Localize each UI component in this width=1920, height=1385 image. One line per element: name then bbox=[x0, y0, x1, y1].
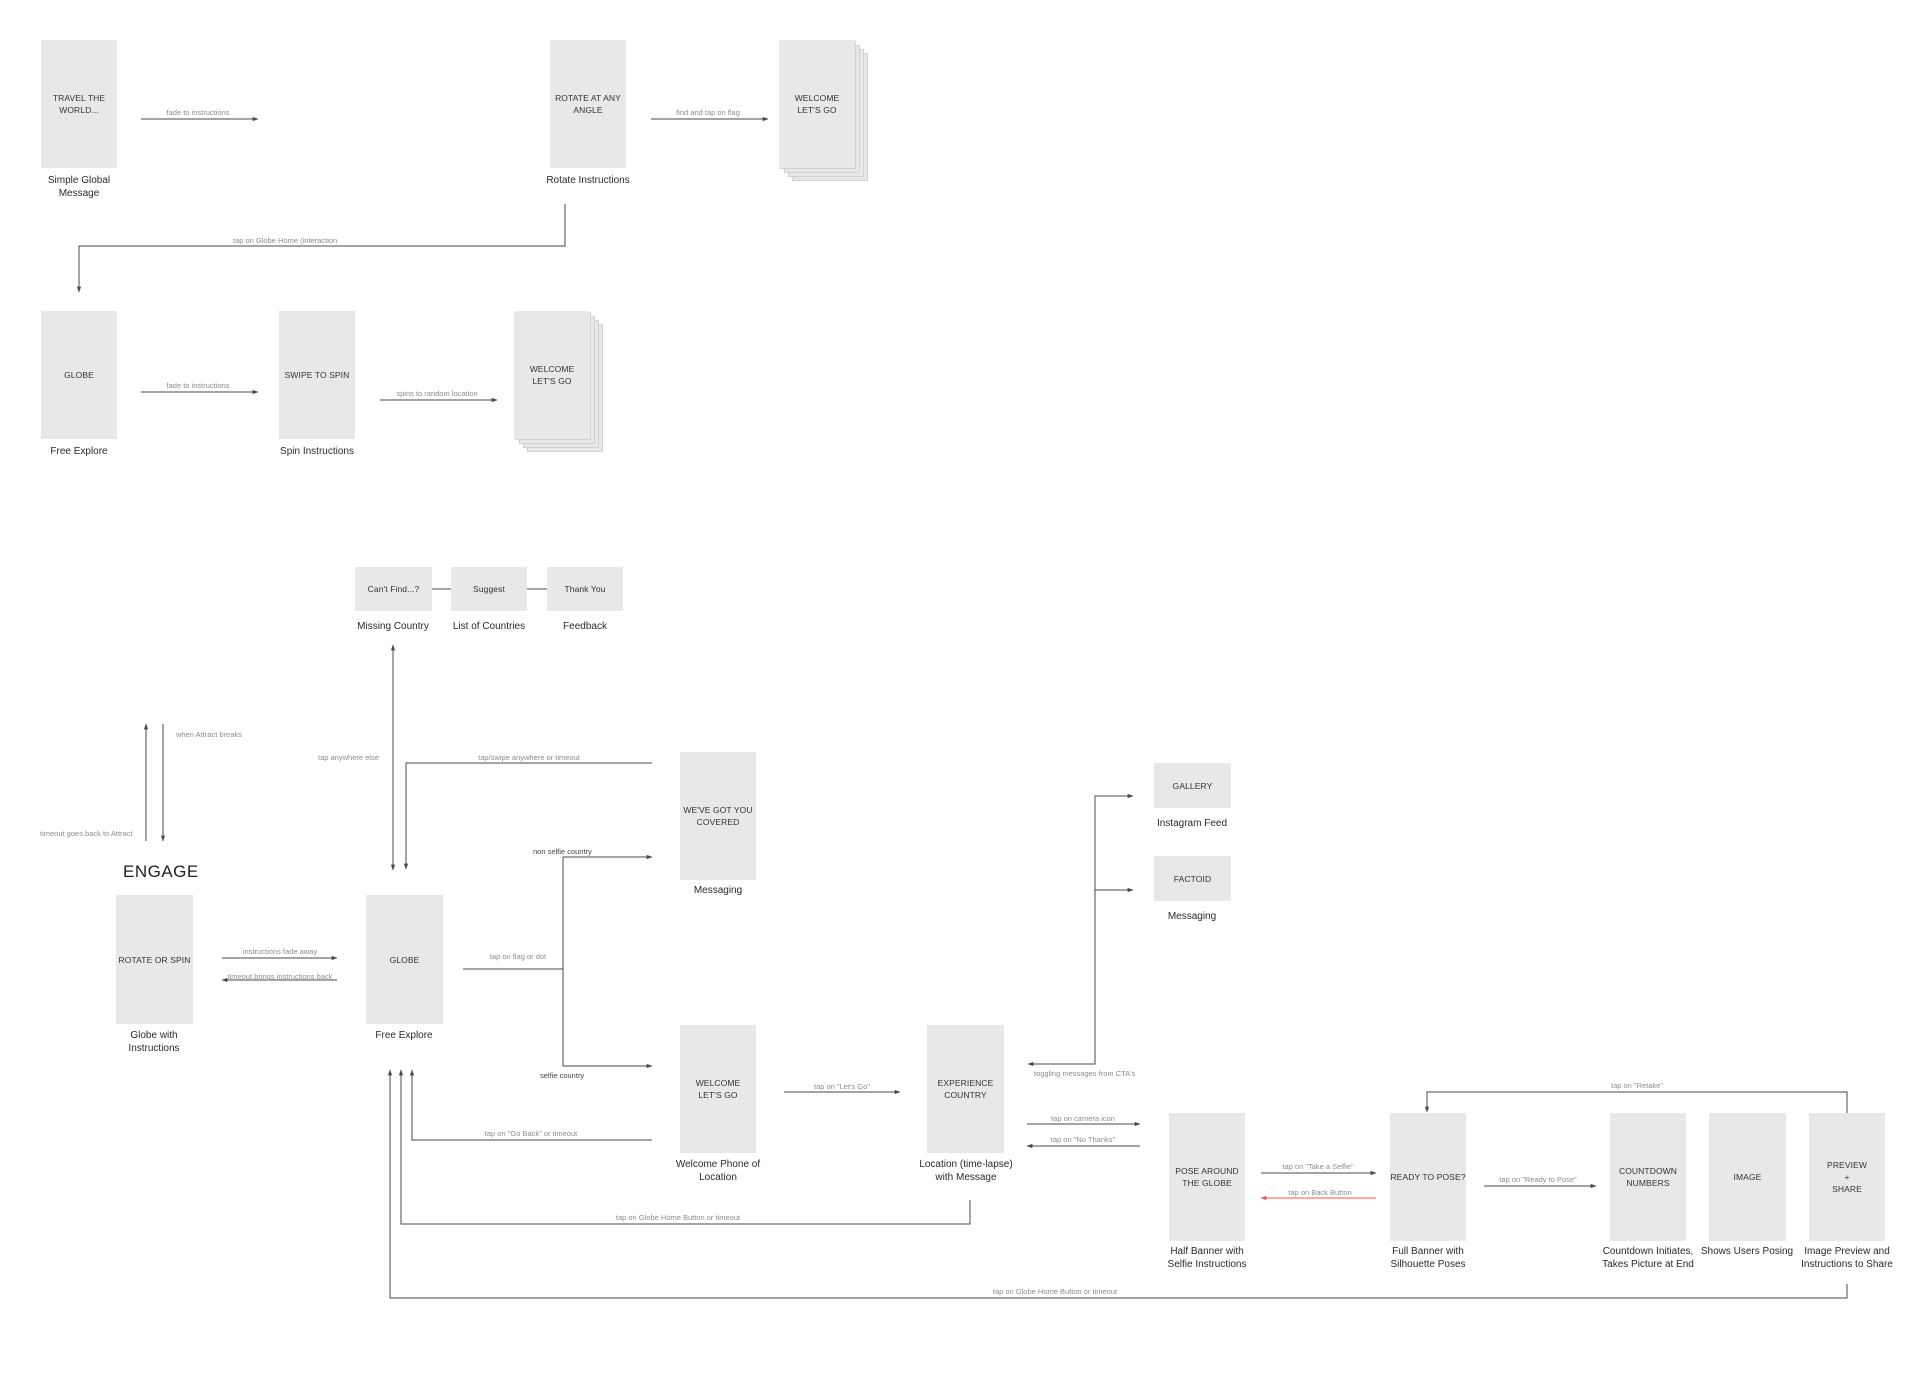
screen-cant-find: Can't Find...? bbox=[355, 567, 432, 611]
label-instr-back: timeout brings instructions back bbox=[227, 972, 333, 981]
label-timeout-attract: timeout goes back to Attract bbox=[40, 829, 133, 838]
arrow-retake bbox=[1424, 1091, 1848, 1113]
screen-globe-main: GLOBE bbox=[366, 895, 443, 1024]
label-tap-else: tap anywhere else bbox=[318, 753, 379, 762]
screen-covered: WE'VE GOT YOU COVERED bbox=[680, 752, 756, 880]
label-attract: when Attract breaks bbox=[176, 730, 242, 739]
caption-image: Shows Users Posing bbox=[1700, 1246, 1794, 1257]
screen-welcome-phone: WELCOME LET'S GO bbox=[680, 1025, 756, 1153]
caption-factoid: Messaging bbox=[1167, 911, 1217, 922]
arrow-globehome2 bbox=[398, 1069, 971, 1225]
screen-experience: EXPERIENCE COUNTRY bbox=[927, 1025, 1004, 1153]
screen-countdown: COUNTDOWN NUMBERS bbox=[1610, 1113, 1686, 1241]
screen-welcome-mid: WELCOME LET'S GO bbox=[514, 311, 590, 439]
label-nothanks: tap on "No Thanks" bbox=[1050, 1135, 1116, 1144]
label-nonselfie: non selfie country bbox=[533, 847, 592, 856]
caption-preview-share: Image Preview and Instructions to Share bbox=[1801, 1246, 1893, 1270]
screen-suggest: Suggest bbox=[451, 567, 527, 611]
label-goback: tap on "Go Back" or timeout bbox=[484, 1129, 578, 1138]
caption-rotate-any-angle: Rotate Instructions bbox=[546, 175, 630, 186]
label-fade1: fade to instructions bbox=[166, 108, 230, 117]
screen-preview-share: PREVIEW + SHARE bbox=[1809, 1113, 1885, 1241]
caption-globe-main: Free Explore bbox=[375, 1030, 433, 1041]
label-takeselfie: tap on "Take a Selfie" bbox=[1282, 1162, 1354, 1171]
screen-swipe-to-spin: SWIPE TO SPIN bbox=[279, 311, 355, 439]
caption-gallery: Instagram Feed bbox=[1156, 818, 1228, 829]
label-fade2: fade to instructions bbox=[166, 381, 230, 390]
caption-travel: Simple Global Message bbox=[47, 175, 111, 199]
arrow-globehome bbox=[76, 204, 566, 293]
caption-thank-you: Feedback bbox=[563, 621, 607, 632]
label-tapswipe: tap/swipe anywhere or timeout bbox=[478, 753, 580, 762]
screen-factoid: FACTOID bbox=[1154, 856, 1231, 901]
arrow-tapswipe bbox=[403, 762, 652, 870]
label-spins: spins to random location bbox=[396, 389, 478, 398]
arrow-goback bbox=[409, 1069, 652, 1141]
screen-travel: TRAVEL THE WORLD... bbox=[41, 40, 117, 168]
label-flagdot: tap on flag or dot bbox=[489, 952, 547, 961]
screen-pose-around: POSE AROUND THE GLOBE bbox=[1169, 1113, 1245, 1241]
caption-rotate-or-spin: Globe with Instructions bbox=[128, 1030, 180, 1054]
screen-image: IMAGE bbox=[1709, 1113, 1786, 1241]
caption-pose-around: Half Banner with Selfie Instructions bbox=[1167, 1246, 1247, 1270]
arrow-toggle-gallery bbox=[1028, 793, 1134, 1065]
caption-cant-find: Missing Country bbox=[357, 621, 429, 632]
caption-covered: Messaging bbox=[693, 885, 743, 896]
label-camera: tap on camera icon bbox=[1051, 1114, 1115, 1123]
screen-rotate-or-spin: ROTATE OR SPIN bbox=[116, 895, 193, 1024]
arrow-globehome3 bbox=[387, 1069, 1848, 1299]
label-findflag: find and tap on flag bbox=[676, 108, 740, 117]
label-readypose: tap on "Ready to Pose" bbox=[1499, 1175, 1577, 1184]
label-backbutton: tap on Back Button bbox=[1288, 1188, 1352, 1197]
screen-gallery: GALLERY bbox=[1154, 763, 1231, 808]
caption-suggest: List of Countries bbox=[452, 621, 526, 632]
caption-ready-to-pose: Full Banner with Silhouette Poses bbox=[1390, 1246, 1466, 1270]
label-instr-fade: instructions fade away bbox=[242, 947, 318, 956]
section-label-engage: ENGAGE bbox=[123, 862, 199, 881]
label-selfie: selfie country bbox=[540, 1071, 585, 1080]
label-globehome2: tap on Globe Home Button or timeout bbox=[615, 1213, 741, 1222]
caption-experience: Location (time-lapse) with Message bbox=[919, 1159, 1013, 1183]
caption-countdown: Countdown Initiates, Takes Picture at En… bbox=[1602, 1246, 1694, 1270]
caption-swipe-to-spin: Spin Instructions bbox=[280, 446, 354, 457]
caption-globe-top: Free Explore bbox=[50, 446, 108, 457]
screen-rotate-any-angle: ROTATE AT ANY ANGLE bbox=[550, 40, 626, 168]
screen-ready-to-pose: READY TO POSE? bbox=[1390, 1113, 1466, 1241]
label-globehome: tap on Globe Home (interaction bbox=[233, 236, 338, 245]
label-globehome3: tap on Globe Home Button or timeout bbox=[992, 1287, 1118, 1296]
screen-welcome-top: WELCOME LET'S GO bbox=[779, 40, 855, 168]
caption-welcome-phone: Welcome Phone of Location bbox=[675, 1159, 761, 1183]
screen-globe-top: GLOBE bbox=[41, 311, 117, 439]
screen-thank-you: Thank You bbox=[547, 567, 623, 611]
label-letsgo: tap on "Let's Go" bbox=[814, 1082, 870, 1091]
label-retake: tap on "Retake" bbox=[1610, 1081, 1664, 1090]
label-toggling: toggling messages from CTA's bbox=[1034, 1069, 1136, 1078]
